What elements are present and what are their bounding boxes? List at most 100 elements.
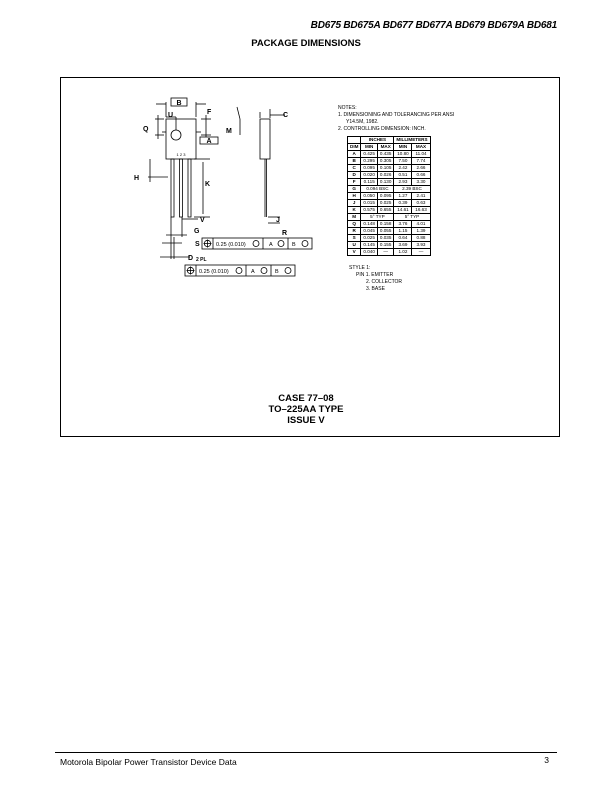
case-issue: ISSUE V — [287, 415, 325, 426]
table-cell: 0.025 — [360, 234, 378, 242]
table-cell: 0.050 — [360, 192, 378, 200]
label-h: H — [134, 175, 139, 182]
table-cell: 1.27 — [393, 192, 413, 200]
table-cell: 0.095 — [376, 192, 395, 200]
case-block: CASE 77–08 TO–225AA TYPE ISSUE V — [0, 393, 612, 426]
table-cell-dim: V — [346, 248, 362, 256]
label-d-sub: 2 PL — [196, 257, 207, 263]
style-pin-2: 2. COLLECTOR — [366, 279, 403, 285]
fcf-s-datum-b: B — [292, 242, 296, 248]
case-type: TO–225AA TYPE — [268, 404, 344, 415]
label-r: R — [282, 230, 287, 237]
fcf-d-datum-a: A — [251, 269, 255, 275]
table-cell: 3.30 — [411, 178, 431, 186]
lead-3 — [187, 158, 192, 218]
table-cell-dim: Q — [346, 220, 362, 228]
table-cell: 0.88 — [411, 234, 431, 242]
table-cell-dim: A — [346, 150, 362, 158]
case-number: CASE 77–08 — [278, 393, 334, 404]
style-pin-3: 3. BASE — [366, 286, 385, 292]
package-dimensions-title: PACKAGE DIMENSIONS — [251, 38, 361, 49]
table-cell-dim: R — [346, 227, 362, 235]
table-cell-dim: B — [346, 157, 362, 165]
table-cell: — — [411, 248, 431, 256]
style-block: STYLE 1: PIN 1. EMITTER 2. COLLECTOR 3. … — [349, 265, 402, 293]
table-cell: 2.66 — [411, 164, 431, 172]
table-cell: 0.025 — [376, 199, 395, 207]
table-cell: 14.61 — [393, 206, 413, 214]
pin-numbers: 1 2 3 — [177, 152, 187, 157]
table-cell: 0.39 — [393, 199, 413, 207]
side-view-body — [259, 118, 271, 160]
table-group-header-mm: MILLIMETERS — [393, 136, 431, 144]
mounting-hole — [170, 129, 182, 141]
label-s: S — [195, 241, 200, 248]
label-m: M — [226, 128, 232, 135]
table-cell: 0.115 — [360, 178, 378, 186]
table-cell: 0.64 — [393, 234, 413, 242]
table-cell: 0.026 — [376, 171, 395, 179]
table-cell: 0.425 — [360, 150, 378, 158]
table-cell: 0.148 — [360, 220, 378, 228]
table-cell: 16.63 — [411, 206, 431, 214]
table-cell: 0.655 — [376, 206, 395, 214]
fcf-s-datum-a: A — [269, 242, 273, 248]
dimension-table: INCHES MILLIMETERS DIM MIN MAX MIN MAX A… — [346, 136, 431, 256]
fcf-s-tolerance: 0.25 (0.010) — [216, 242, 246, 248]
table-header-in-min: MIN — [360, 143, 378, 151]
table-cell: 10.80 — [393, 150, 413, 158]
table-cell: 5° TYP — [393, 213, 431, 221]
table-cell: 5° TYP — [360, 213, 395, 221]
table-group-header-row: INCHES MILLIMETERS — [346, 136, 431, 144]
label-j: J — [276, 217, 280, 224]
label-a: A — [206, 138, 211, 145]
table-cell-dim: J — [346, 199, 362, 207]
table-cell: 0.094 BSC — [360, 185, 395, 193]
table-cell-dim: U — [346, 241, 362, 249]
label-k: K — [205, 181, 210, 188]
label-q: Q — [143, 126, 149, 133]
table-cell: 0.045 — [360, 227, 378, 235]
table-cell: 7.74 — [411, 157, 431, 165]
table-cell-dim: K — [346, 206, 362, 214]
style-title: STYLE 1: — [349, 265, 371, 271]
table-cell: 2.93 — [393, 178, 413, 186]
fcf-d-datum-b: B — [275, 269, 279, 275]
table-cell: 0.040 — [360, 248, 378, 256]
table-group-header-empty — [346, 136, 362, 144]
table-cell: 0.035 — [376, 234, 395, 242]
table-header-in-max: MAX — [376, 143, 395, 151]
table-cell: 0.095 — [360, 164, 378, 172]
table-cell: 2.41 — [411, 192, 431, 200]
label-d: D — [188, 255, 193, 262]
table-cell: 1.39 — [411, 227, 431, 235]
table-cell-dim: D — [346, 171, 362, 179]
table-cell: 0.51 — [393, 171, 413, 179]
table-cell: 0.305 — [376, 157, 395, 165]
table-cell-dim: C — [346, 164, 362, 172]
table-cell: 0.295 — [360, 157, 378, 165]
table-cell: — — [376, 248, 395, 256]
table-header-dim: DIM — [346, 143, 362, 151]
style-pin-1: PIN 1. EMITTER — [356, 272, 394, 278]
notes-title: NOTES: — [338, 105, 357, 111]
table-cell: 3.69 — [393, 241, 413, 249]
table-cell: 0.020 — [360, 171, 378, 179]
note-1: 1. DIMENSIONING AND TOLERANCING PER ANSI… — [338, 112, 455, 125]
drawing-frame — [60, 77, 560, 437]
table-cell: 2.39 BSC — [393, 185, 431, 193]
label-v: V — [200, 217, 205, 224]
label-g: G — [194, 228, 200, 235]
